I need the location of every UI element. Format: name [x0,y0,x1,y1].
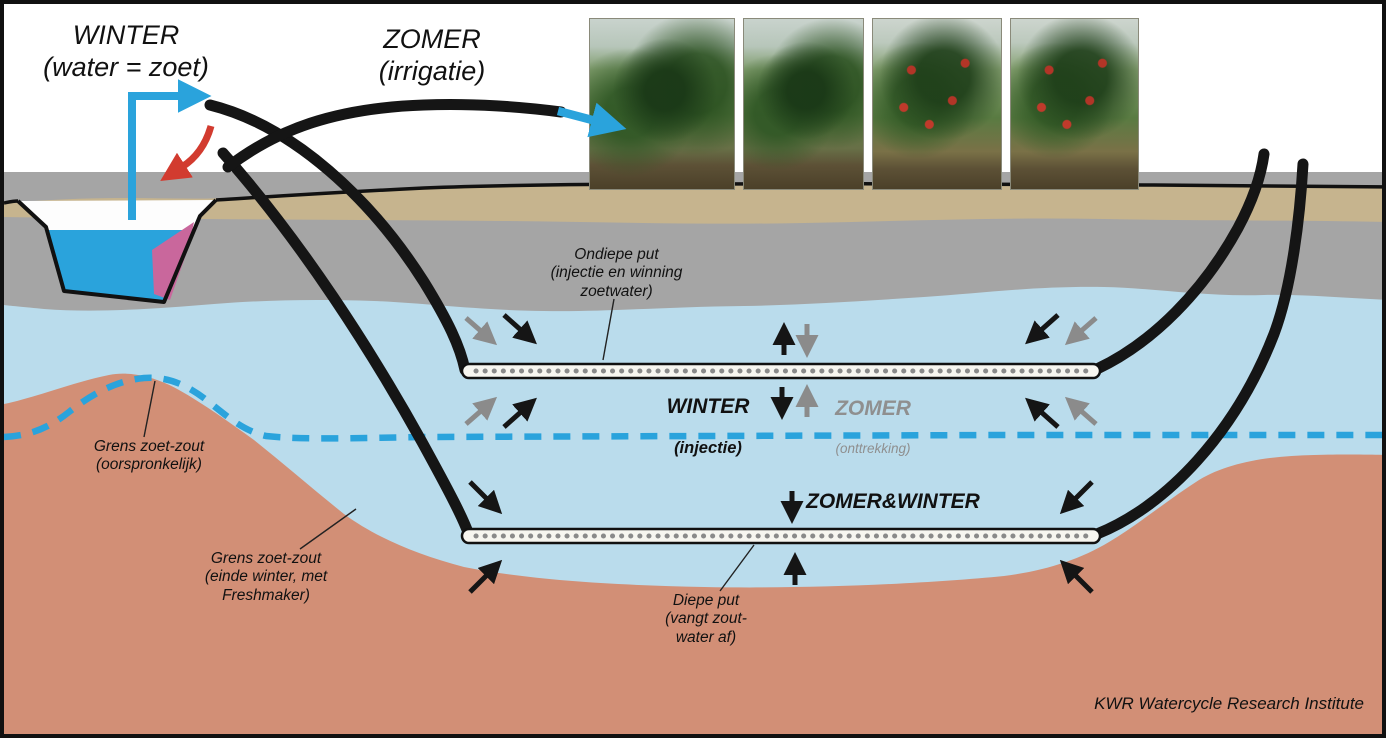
capture-arrow [468,559,503,594]
extraction-arrow-gray [1064,396,1098,426]
shallow-well-flow-arrows [464,313,1098,429]
ground-surface-line-left [4,199,19,205]
orchard-photo-2 [743,18,864,190]
ditch-outline [16,198,218,304]
zomer-winter-label: ZOMER&WINTER [806,490,980,513]
credit-label: KWR Watercycle Research Institute [1094,694,1364,713]
irrigation-pipe [222,98,567,173]
original-fresh-salt-boundary-dashed [4,374,1382,442]
diagram-canvas [4,79,1382,734]
deep-well-screen [460,527,1102,545]
winter-source-label: WINTER (water = zoet) [43,20,209,82]
apple-tree-photo-4 [1010,18,1139,190]
capture-arrow [1059,559,1094,594]
pipes [204,98,1309,541]
grens-oorspronkelijk-label: Grens zoet-zout (oorspronkelijk) [93,438,205,474]
deep-well-capture-arrows [468,480,1094,594]
winter-intake-arrow [128,79,212,220]
capture-arrow [1059,480,1094,515]
winter-injectie-label: WINTER (injectie) [642,376,774,477]
winter-injectie-line1: WINTER [666,394,750,418]
discharge-red-arrow [160,124,215,182]
ondiepe-put-label: Ondiepe put (injectie en winning zoetwat… [550,246,683,300]
injection-arrow-black [502,313,537,345]
leader-diepe-put [719,544,755,592]
injection-arrow-black [1025,397,1060,429]
irrigation-arrow-overlay [556,102,627,138]
injection-arrow-black [502,397,537,429]
irrigation-blue-arrow [556,102,627,138]
pipe-to-deep-well-left [217,147,475,541]
pipe-from-deep-well-right [1091,158,1309,540]
ditch [16,198,218,304]
injection-arrow-black [1025,313,1060,345]
apple-tree-photo-3 [872,18,1002,190]
shallow-well-screen [460,362,1102,380]
leader-lines [143,298,755,592]
leader-ondiepe-put [602,298,615,361]
extraction-arrow-gray [464,396,498,426]
winter-injectie-line2: (injectie) [674,438,742,457]
zomer-irrigatie-label: ZOMER (irrigatie) [378,24,486,86]
diepe-put-label: Diepe put (vangt zout- water af) [665,592,747,646]
zomer-onttrekking-line2: (onttrekking) [835,440,911,456]
extraction-arrow-gray [464,316,498,346]
pipe-to-shallow-well-left [204,99,471,376]
grens-freshmaker-label: Grens zoet-zout (einde winter, met Fresh… [204,550,328,604]
leader-grens-freshmaker [299,508,357,550]
zomer-onttrekking-line1: ZOMER [835,396,911,420]
salt-water-body [4,373,1382,734]
zomer-onttrekking-label: ZOMER (onttrekking) [814,378,932,475]
brackish-water-wedge [152,222,194,300]
capture-arrow [468,480,503,515]
subsurface-layers [4,172,1382,734]
leader-grens-oorspronkelijk [143,380,156,438]
pipe-from-shallow-well-right [1091,148,1270,375]
extraction-arrow-gray [1064,316,1098,346]
